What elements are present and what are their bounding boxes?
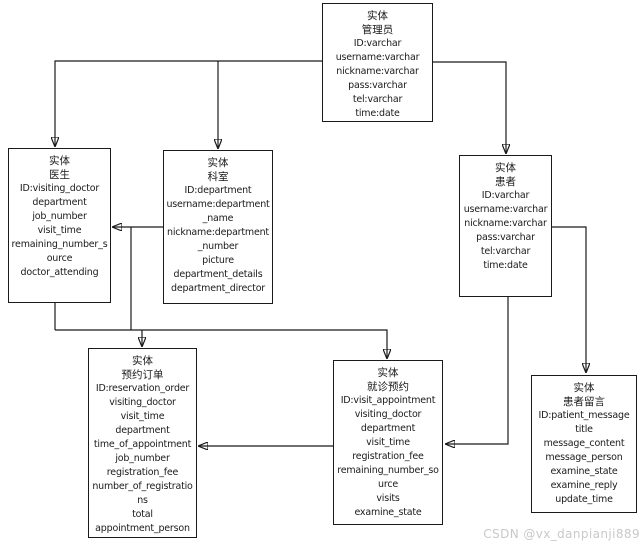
entity-name-department: 科室 xyxy=(207,171,229,183)
entity-field: tel:varchar xyxy=(352,94,403,105)
entity-field: message_content xyxy=(543,438,625,449)
entity-field: ID:department xyxy=(184,185,252,196)
entity-field: time:date xyxy=(355,108,400,119)
connector-patient-visit-appointment xyxy=(446,297,509,444)
entity-box-doctor: 实体 医生 ID:visiting_doctor department job_nu… xyxy=(8,148,111,303)
entity-name-admin: 管理员 xyxy=(361,24,394,36)
watermark: CSDN @vx_danpianji889 xyxy=(483,527,640,541)
entity-type-label: 实体 xyxy=(132,355,153,367)
entity-type-label: 实体 xyxy=(49,155,70,167)
entity-name-doctor: 医生 xyxy=(49,169,70,181)
entity-field: visit_time xyxy=(366,437,410,448)
entity-field: ID:visiting_doctor xyxy=(19,183,100,194)
entity-field: visits xyxy=(376,493,400,504)
entity-field: username:varchar xyxy=(335,52,420,63)
entity-field: pass:varchar xyxy=(476,232,535,243)
entity-field: number_of_registrations xyxy=(92,481,193,506)
entity-field: time_of_appointment xyxy=(93,439,192,450)
entity-type-label: 实体 xyxy=(573,382,595,394)
entity-field: examine_reply xyxy=(550,480,618,491)
entity-box-patient: 实体 患者 ID:varchar username:varchar nickname… xyxy=(459,155,552,297)
entity-box-admin: 实体 管理员 ID:varchar username:varchar nicknam… xyxy=(322,3,433,122)
entity-field: ID:visit_appointment xyxy=(340,395,436,406)
entity-field: registration_fee xyxy=(106,467,179,478)
entity-field: job_number xyxy=(32,211,87,222)
connector-admin-patient xyxy=(433,61,506,153)
entity-field: doctor_attending xyxy=(20,267,99,278)
entity-field: visit_time xyxy=(37,225,82,236)
entity-type-label: 实体 xyxy=(495,162,516,174)
entity-field: job_number xyxy=(115,453,170,464)
entity-field: nickname:department_number xyxy=(167,227,269,252)
entity-field: nickname:varchar xyxy=(336,66,419,77)
entity-fields-patient: ID:varchar username:varchar nickname:varch… xyxy=(461,189,550,273)
entity-field: ID:varchar xyxy=(481,190,530,201)
entity-box-reservation-order: 实体 预约订单 ID:reservation_order visiting_doc… xyxy=(88,348,197,538)
entity-field: department_director xyxy=(170,283,266,294)
connector-admin-doctor xyxy=(55,60,322,146)
entity-field: examine_state xyxy=(354,507,422,518)
entity-field: total xyxy=(132,509,153,520)
entity-field: remaining_number_source xyxy=(11,239,108,264)
entity-field: registration_fee xyxy=(352,451,424,462)
entity-field: visit_time xyxy=(120,411,165,422)
entity-field: pass:varchar xyxy=(348,80,407,91)
connector-patient-patient-message xyxy=(551,226,586,372)
entity-name-patient: 患者 xyxy=(495,176,516,188)
entity-box-visit-appointment: 实体 就诊预约 ID:visit_appointment visiting_doc… xyxy=(333,360,443,525)
entity-field: message_person xyxy=(545,452,623,463)
entity-field: username:varchar xyxy=(463,204,548,215)
entity-field: visiting_doctor xyxy=(354,409,422,420)
entity-field: department xyxy=(115,425,170,436)
entity-type-label: 实体 xyxy=(367,10,388,22)
entity-field: remaining_number_source xyxy=(337,465,439,490)
entity-name-visit-appointment: 就诊预约 xyxy=(367,381,409,393)
entity-field: update_time xyxy=(555,494,613,505)
entity-field: examine_state xyxy=(550,466,618,477)
entity-field: tel:varchar xyxy=(480,246,531,257)
entity-fields-admin: ID:varchar username:varchar nickname:varch… xyxy=(324,37,431,121)
entity-field: ID:patient_message xyxy=(538,410,630,421)
entity-box-department: 实体 科室 ID:department username:department_n… xyxy=(163,150,273,304)
entity-type-label: 实体 xyxy=(207,157,229,169)
entity-field: username:department_name xyxy=(166,199,270,224)
entity-field: visiting_doctor xyxy=(109,397,176,408)
entity-type-label: 实体 xyxy=(377,367,399,379)
entity-field: department_details xyxy=(173,269,263,280)
entity-field: title xyxy=(575,424,593,435)
entity-field: appointment_person xyxy=(95,523,190,534)
entity-field: department xyxy=(360,423,416,434)
entity-field: department xyxy=(32,197,87,208)
entity-field: ID:varchar xyxy=(353,38,402,49)
connector-bus-visit-appointment xyxy=(55,329,387,358)
entity-field: nickname:varchar xyxy=(464,218,547,229)
entity-field: ID:reservation_order xyxy=(95,383,190,394)
entity-field: picture xyxy=(202,255,234,266)
entity-name-patient-message: 患者留言 xyxy=(563,396,605,408)
entity-name-reservation-order: 预约订单 xyxy=(121,369,164,381)
entity-field: time:date xyxy=(483,260,528,271)
